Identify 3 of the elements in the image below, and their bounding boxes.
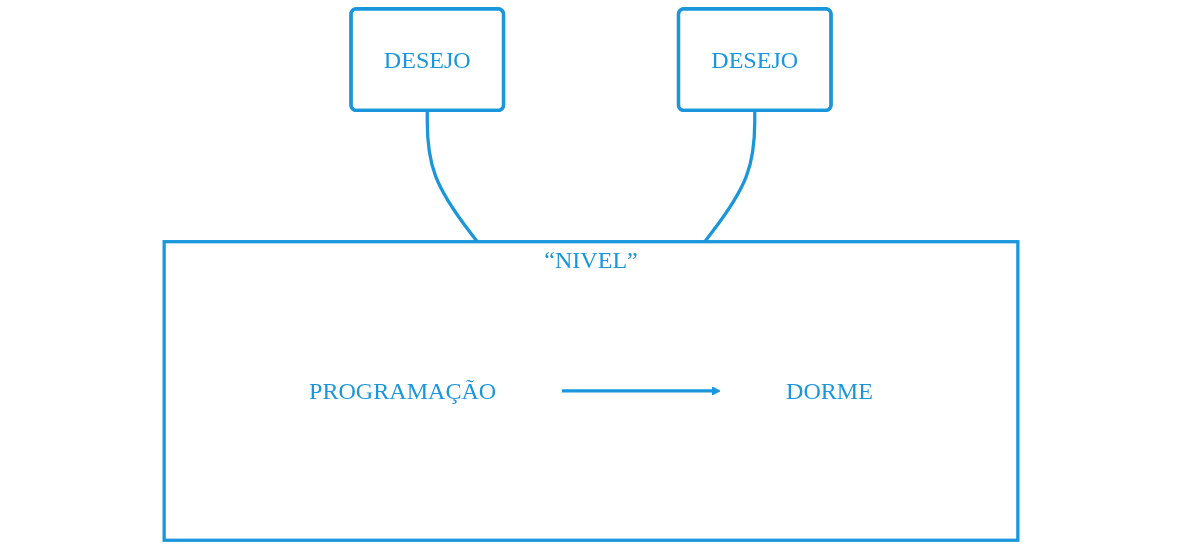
node-text: PROGRAMAÇÃO [309, 377, 497, 405]
arrow [561, 386, 721, 396]
node-text: DORME [786, 377, 873, 405]
